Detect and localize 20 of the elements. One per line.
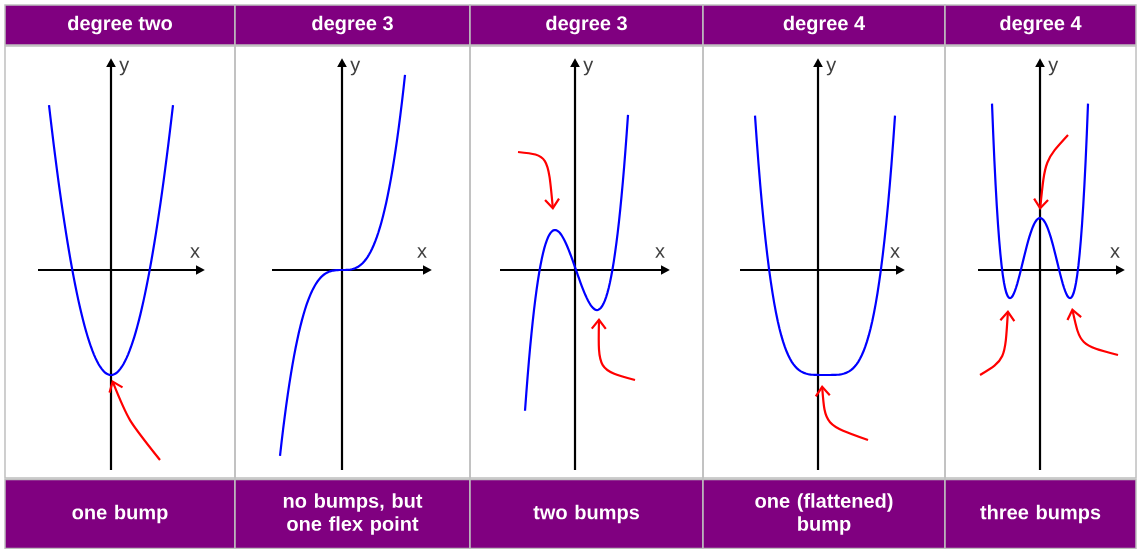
axis-label: y <box>826 60 837 76</box>
axis-label: y <box>350 60 361 76</box>
header-cell: degree 4 <box>944 4 1137 46</box>
axis-label: y <box>1048 60 1059 76</box>
header-cell: degree 3 <box>469 4 704 46</box>
axis-label: x <box>655 247 665 258</box>
axis-label: x <box>417 247 427 258</box>
footer-cell: three bumps <box>944 478 1137 549</box>
axis-label: x <box>1110 247 1120 258</box>
header-cell: degree two <box>4 4 236 46</box>
footer-cell: one (flattened) bump <box>702 478 946 549</box>
axis-label: y <box>583 60 594 76</box>
axis-label: x <box>890 247 900 258</box>
footer-cell: no bumps, but one flex point <box>234 478 471 549</box>
axis-label: x <box>190 247 200 258</box>
header-cell: degree 3 <box>234 4 471 46</box>
footer-cell: two bumps <box>469 478 704 549</box>
header-cell: degree 4 <box>702 4 946 46</box>
footer-cell: one bump <box>4 478 236 549</box>
axis-label: y <box>119 60 130 76</box>
